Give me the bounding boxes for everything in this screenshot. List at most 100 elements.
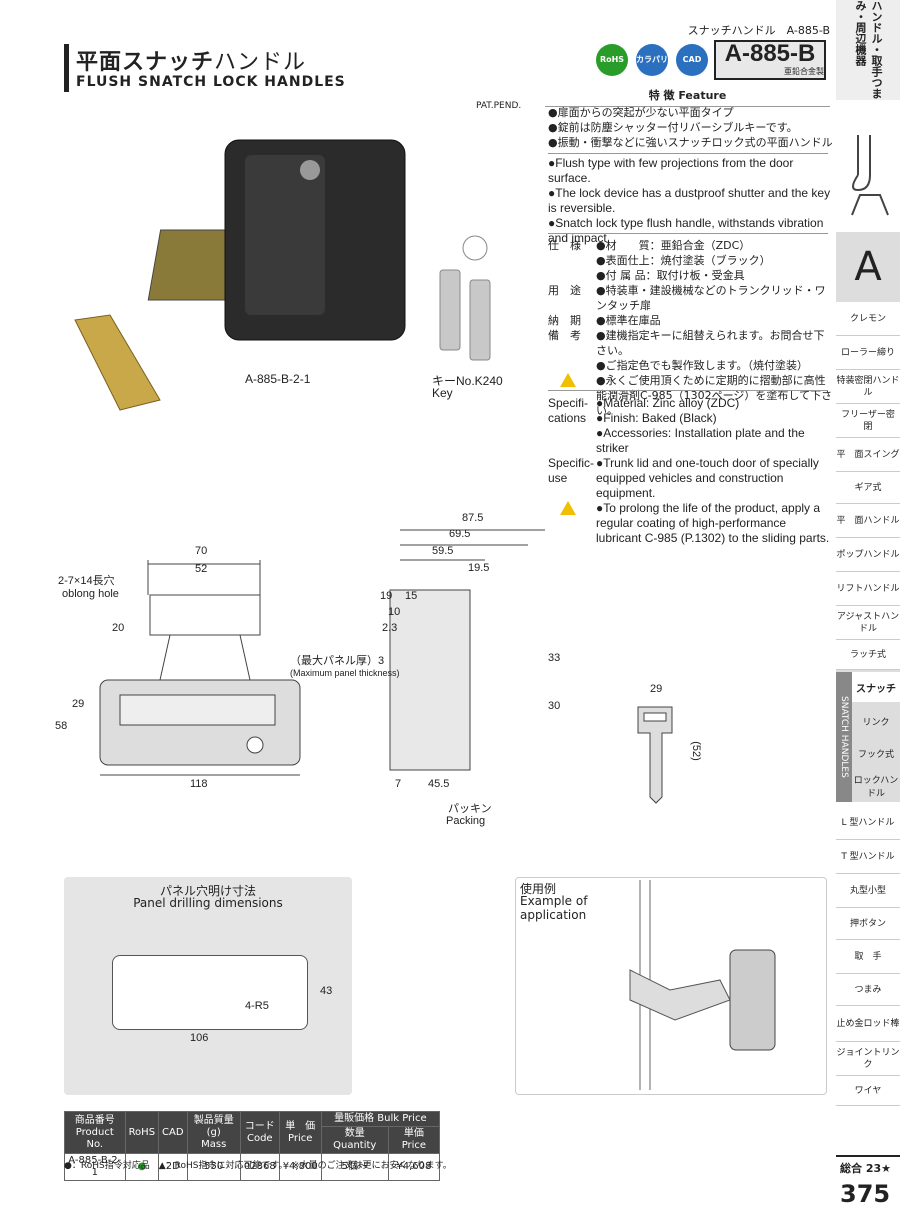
sidebar-item[interactable]: フック式 — [857, 749, 894, 760]
feature-jp-item: ●扉面からの突起が少ない平面タイプ — [548, 106, 734, 119]
dim-87-5: 87.5 — [462, 512, 484, 524]
handle-icon — [851, 135, 889, 216]
panel-width: 106 — [190, 1032, 209, 1044]
patent-note: PAT.PEND. — [476, 101, 522, 111]
panel-cutout — [112, 955, 308, 1030]
dim-19-5: 19.5 — [468, 562, 490, 574]
sidebar-item[interactable]: T 型ハンドル — [836, 840, 900, 874]
dim-29: 29 — [72, 698, 85, 710]
sidebar-item[interactable]: 取 手 — [836, 940, 900, 974]
key-drawing — [637, 706, 673, 804]
key-label-jp: キーNo.K240 — [432, 374, 503, 388]
feature-list-en: ●Flush type with few projections from th… — [548, 156, 833, 246]
feature-jp-item: ●錠前は防塵シャッター付リバーシブルキーです。 — [548, 121, 798, 134]
dim-70: 70 — [195, 545, 208, 557]
spec-jp: 仕 様●材 質：亜鉛合金（ZDC）●表面仕上：焼付塗装（ブラック）●付 属 品：… — [548, 239, 833, 417]
product-photo — [74, 139, 491, 411]
dim-58: 58 — [55, 720, 68, 732]
sidebar-item[interactable]: 丸型小型 — [836, 874, 900, 908]
panel-thickness-jp: （最大パネル厚）3 — [290, 655, 385, 667]
sidebar-item[interactable]: 平 面ハンドル — [836, 504, 900, 538]
dim-20: 20 — [112, 622, 125, 634]
sidebar-item[interactable]: ジョイントリンク — [836, 1042, 900, 1076]
product-label: A-885-B-2-1 — [245, 372, 311, 386]
application-section — [515, 877, 827, 1095]
panel-title-jp: パネル穴明け寸法 — [159, 884, 256, 898]
sidebar-item[interactable]: ギア式 — [836, 472, 900, 504]
dim-118: 118 — [190, 778, 208, 790]
dim-15: 15 — [405, 590, 418, 602]
spec-en: Specifi-cations●Material: Zinc alloy (ZD… — [548, 396, 830, 545]
footnote: ●：RoHS指令対応品 ▲：RoHS指令に対応可能です。 ※大量のご注文は更にお… — [64, 1161, 452, 1171]
sidebar-item[interactable]: クレモン — [836, 302, 900, 336]
sidebar-letter: A — [836, 232, 900, 302]
hole-label-en: oblong hole — [62, 588, 119, 600]
sidebar-item-active[interactable]: スナッチ — [852, 672, 900, 702]
app-title-en1: Example of — [520, 894, 588, 908]
sidebar-item[interactable]: 平 面スイング — [836, 438, 900, 472]
feature-heading: 特 徴 Feature — [545, 87, 830, 107]
feature-list-jp: ●扉面からの突起が少ない平面タイプ ●錠前は防塵シャッター付リバーシブルキーです… — [548, 105, 833, 150]
sidebar-item[interactable]: ラッチ式 — [836, 640, 900, 670]
dim-69-5: 69.5 — [449, 528, 471, 540]
page-total: 総合 23★ — [840, 1162, 891, 1175]
dim-59-5: 59.5 — [432, 545, 454, 557]
warning-icon — [560, 373, 576, 387]
app-title-en2: application — [520, 908, 587, 922]
page-title-jp: 平面スナッチハンドル — [76, 50, 307, 75]
model-code: A-885-B — [724, 40, 816, 67]
dim-7: 7 — [395, 778, 402, 790]
key-dim-52: (52) — [689, 741, 702, 761]
dim-10: 10 — [388, 606, 401, 618]
sidebar-item[interactable]: リフトハンドル — [836, 572, 900, 606]
warning-icon — [560, 501, 576, 515]
packing-jp: パッキン — [448, 803, 492, 815]
sidebar-item[interactable]: ローラー締り — [836, 336, 900, 370]
divider — [548, 153, 828, 154]
page-number: 375 — [840, 1180, 891, 1208]
application-illustration — [629, 880, 776, 1090]
sidebar-item[interactable]: 特装密閉ハンドル — [836, 370, 900, 404]
sidebar-snatch-label: SNATCH HANDLES — [836, 672, 852, 802]
key-dim-29: 29 — [650, 683, 663, 695]
sidebar-category[interactable]: ハンドル・取手つまみ・周辺機器 — [836, 0, 900, 100]
sidebar-item[interactable]: つまみ — [836, 974, 900, 1006]
feature-en-item: ●Snatch lock type flush handle, withstan… — [548, 216, 824, 245]
panel-height: 43 — [320, 985, 333, 997]
packing-en: Packing — [446, 815, 486, 827]
technical-drawing — [99, 529, 545, 776]
model-box — [714, 40, 826, 80]
key-label-en: Key — [432, 386, 453, 400]
sidebar-item[interactable]: L 型ハンドル — [836, 806, 900, 840]
cad-badge: CAD — [676, 44, 708, 76]
sidebar-item[interactable]: アジャストハンドル — [836, 606, 900, 640]
model-material: 亜鉛合金製 — [784, 67, 824, 76]
dim-33: 33 — [548, 652, 561, 664]
sidebar-item[interactable]: ポップハンドル — [836, 538, 900, 572]
feature-en-item: ●Flush type with few projections from th… — [548, 156, 794, 185]
panel-title-en: Panel drilling dimensions — [133, 896, 283, 910]
hole-label-jp: 2-7×14長穴 — [58, 575, 115, 587]
sidebar-item[interactable]: 押ボタン — [836, 908, 900, 940]
dim-52: 52 — [195, 563, 208, 575]
rohs-badge: RoHS — [596, 44, 628, 76]
title-bar — [64, 44, 69, 92]
app-title-jp: 使用例 — [520, 882, 557, 896]
feature-jp-item: ●振動・衝撃などに強いスナッチロック式の平面ハンドル — [548, 136, 833, 149]
dim-19: 19 — [380, 590, 393, 602]
sidebar-item[interactable]: ワイヤ — [836, 1076, 900, 1106]
page-title-en: FLUSH SNATCH LOCK HANDLES — [76, 74, 346, 90]
breadcrumb: スナッチハンドル A-885-B — [687, 24, 830, 37]
sidebar-item[interactable]: リンク — [862, 717, 890, 728]
sidebar-item[interactable]: フリーザー密 閉 — [836, 404, 900, 438]
divider — [548, 233, 828, 234]
sidebar-item[interactable]: ロックハンドル — [853, 776, 899, 799]
feature-en-item: ●The lock device has a dustproof shutter… — [548, 186, 831, 215]
panel-thickness-en: (Maximum panel thickness) — [290, 668, 400, 678]
divider — [548, 390, 828, 391]
dim-30: 30 — [548, 700, 561, 712]
sidebar-item[interactable]: 止め金ロッド棒 — [836, 1006, 900, 1042]
dim-2-3: 2.3 — [382, 622, 398, 634]
